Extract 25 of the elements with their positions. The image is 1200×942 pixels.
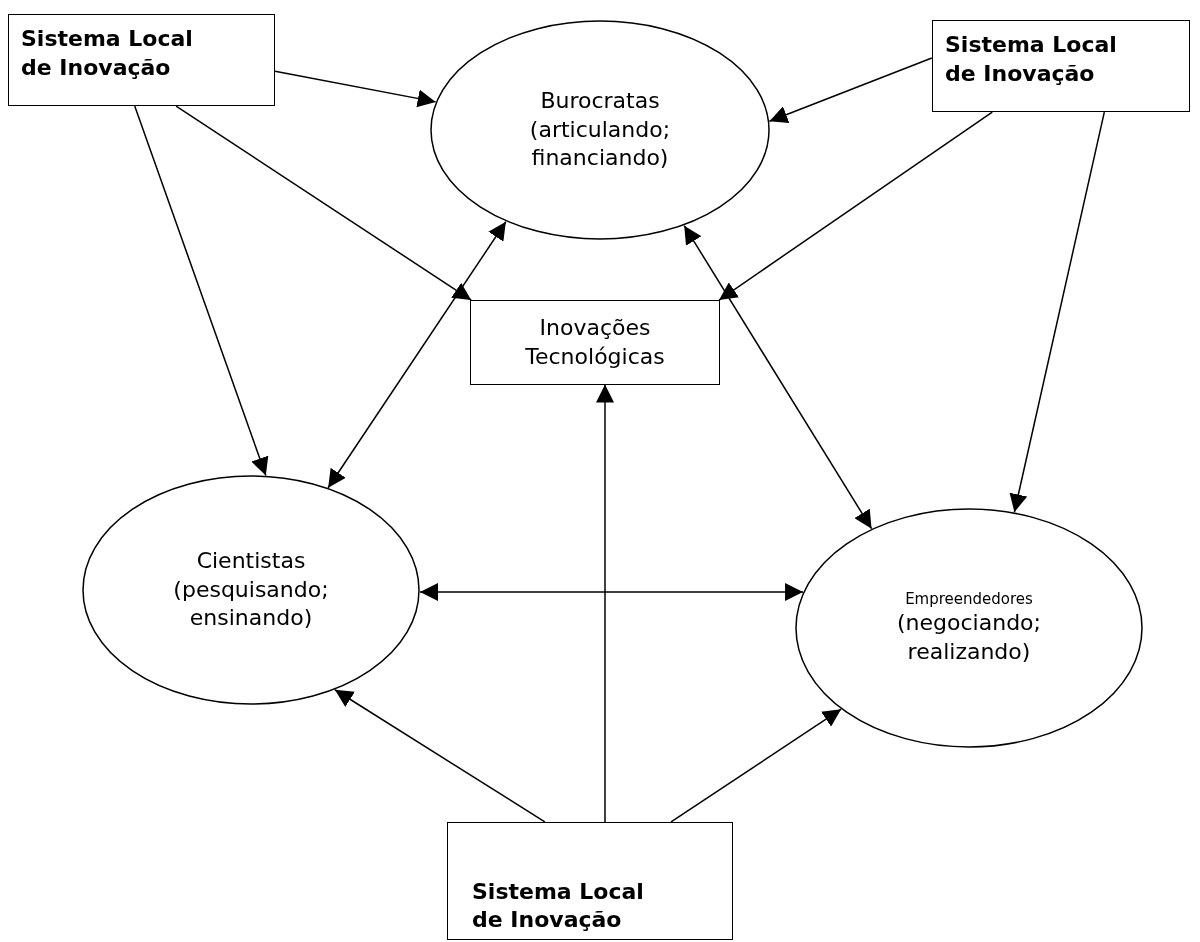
arrow xyxy=(768,57,933,124)
arrow xyxy=(327,221,507,489)
text-box xyxy=(447,822,733,940)
node-label: Sistema Local de Inovação xyxy=(945,31,1118,88)
node-label: (pesquisando; ensinando) xyxy=(172,575,330,633)
text-box xyxy=(470,300,720,385)
arrow xyxy=(596,383,614,823)
arrow xyxy=(670,708,842,823)
node-label: Inovações Tecnológicas xyxy=(524,313,666,371)
text-box xyxy=(8,14,275,106)
arrow xyxy=(1009,111,1106,513)
node-label: Empreendedores xyxy=(904,589,1034,610)
arrow xyxy=(133,105,269,477)
node-label: Cientistas xyxy=(195,547,307,576)
arrow xyxy=(683,224,873,530)
node-label: Sistema Local de Inovação xyxy=(21,25,194,82)
arrow xyxy=(175,105,472,301)
node-label: (negociando; realizando) xyxy=(896,609,1042,666)
node-label: Burocratas (articulando; financiando) xyxy=(528,87,672,173)
arrow xyxy=(718,111,993,301)
arrow xyxy=(334,689,546,823)
arrow xyxy=(419,583,804,601)
node-label: Sistema Local de Inovação xyxy=(472,877,645,935)
arrow xyxy=(274,70,437,108)
text-box xyxy=(932,20,1190,112)
